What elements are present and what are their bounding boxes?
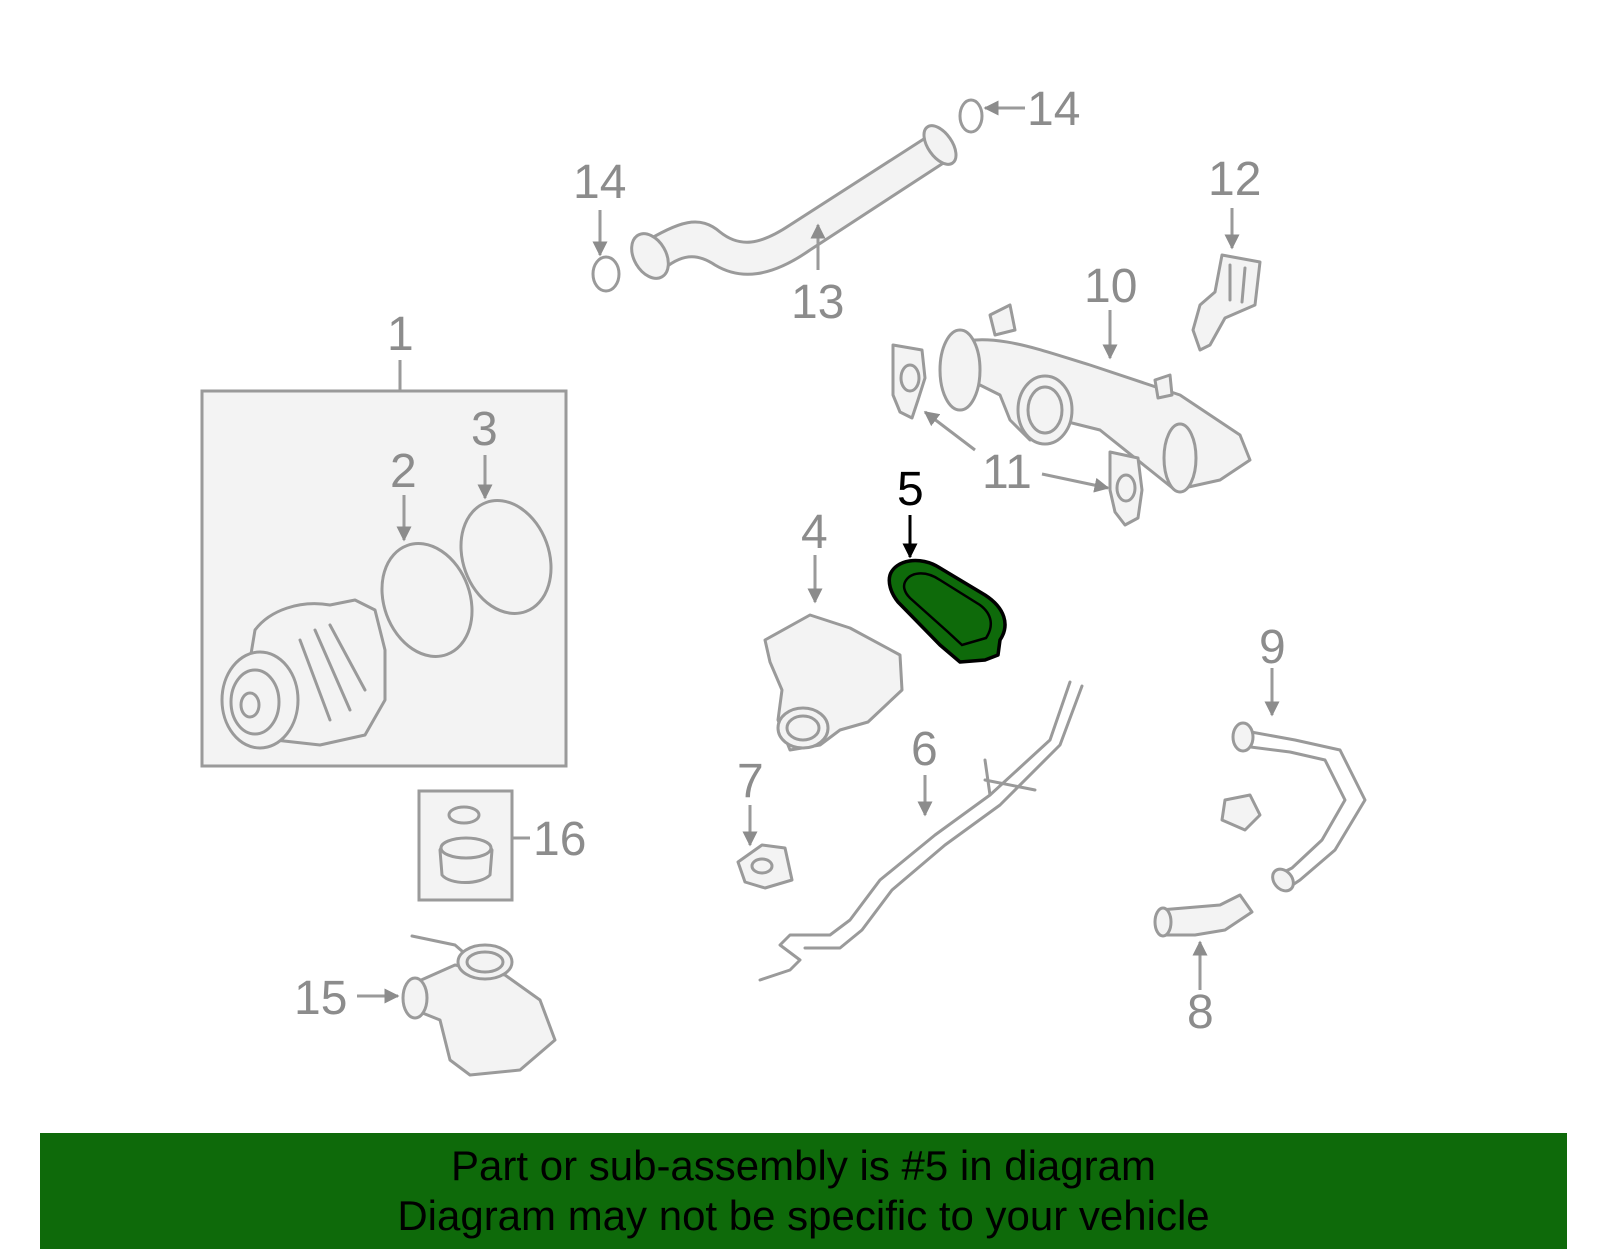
callout-13: 13 — [791, 276, 844, 329]
part-16-cap-box — [417, 789, 514, 902]
part-7-small-gasket — [736, 843, 794, 890]
part-4-housing — [763, 613, 904, 752]
callout-9: 9 — [1259, 621, 1286, 674]
part-5-gasket-highlighted — [887, 558, 1007, 664]
part-14-o-rings — [591, 98, 984, 293]
callout-5: 5 — [897, 463, 924, 516]
part-8-hose — [1153, 893, 1254, 938]
callout-14-right: 14 — [1027, 83, 1080, 136]
part-9-pipe — [1220, 721, 1367, 893]
part-1-water-pump-box — [200, 389, 568, 768]
callout-1: 1 — [387, 308, 414, 361]
part-13-coolant-pipe — [630, 124, 958, 280]
callout-labels: 1 2 3 4 5 6 7 8 9 10 11 12 13 14 14 15 1… — [294, 83, 1286, 1039]
callout-16: 16 — [533, 813, 586, 866]
callout-4: 4 — [801, 506, 828, 559]
footer-banner-bg — [40, 1133, 1567, 1249]
callout-7: 7 — [737, 755, 764, 808]
callout-10: 10 — [1084, 260, 1137, 313]
part-15-thermostat-housing — [401, 934, 557, 1077]
callout-11: 11 — [982, 446, 1032, 499]
footer-line-2: Diagram may not be specific to your vehi… — [397, 1192, 1210, 1239]
callout-3: 3 — [471, 403, 498, 456]
part-11-gaskets — [891, 343, 1144, 527]
footer-line-1: Part or sub-assembly is #5 in diagram — [451, 1142, 1156, 1189]
part-10-manifold — [938, 303, 1252, 494]
part-6-pipe — [758, 680, 1084, 982]
callout-15: 15 — [294, 972, 347, 1025]
callout-12: 12 — [1208, 153, 1261, 206]
callout-14-left: 14 — [573, 156, 626, 209]
footer-banner: Part or sub-assembly is #5 in diagram Di… — [40, 1133, 1567, 1249]
callout-8: 8 — [1187, 986, 1214, 1039]
callout-2: 2 — [390, 445, 417, 498]
part-12-sensor — [1191, 253, 1262, 352]
leader-lines — [357, 100, 1280, 1004]
callout-6: 6 — [911, 723, 938, 776]
